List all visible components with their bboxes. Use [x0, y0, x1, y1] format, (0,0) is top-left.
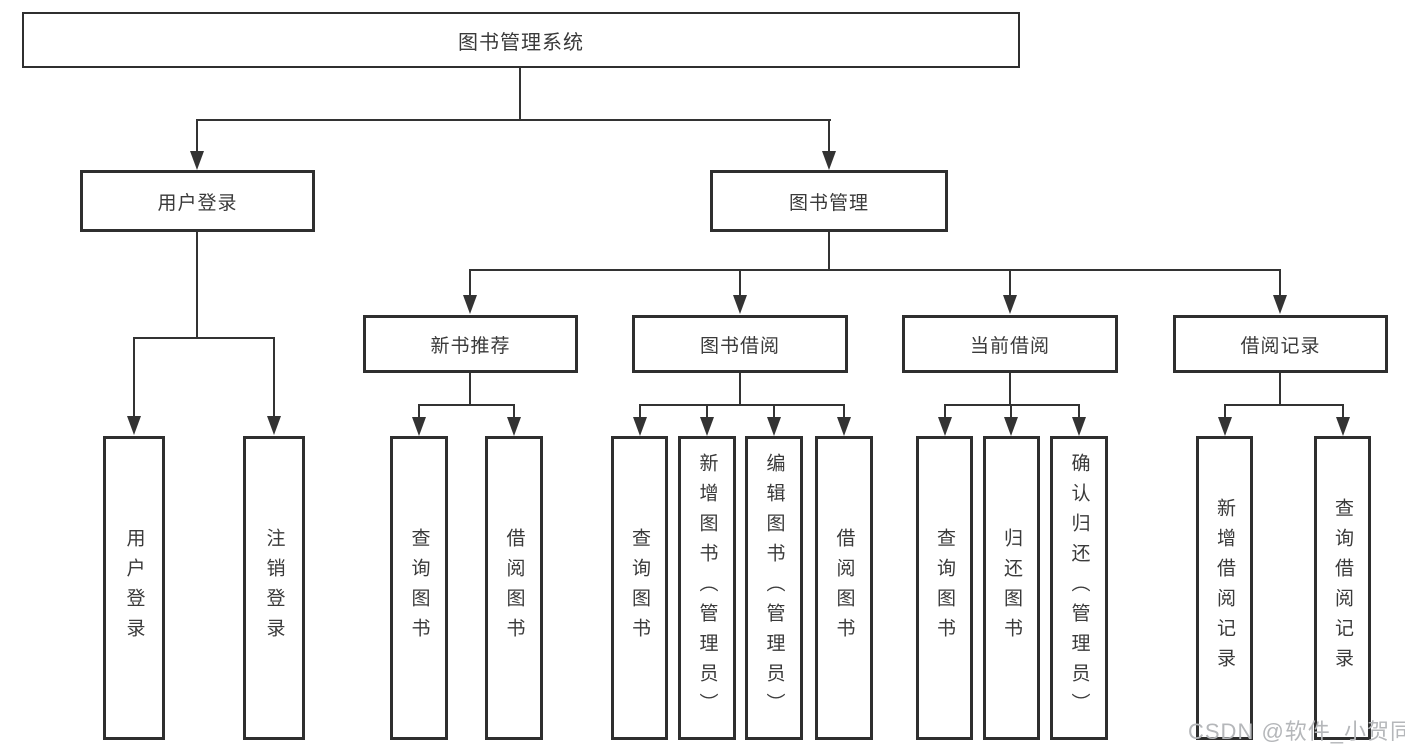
node-current-borrowing: 当前借阅: [902, 315, 1118, 373]
node-label: 查询借阅记录: [1332, 498, 1353, 678]
leaf-query-books: 查询图书: [916, 436, 973, 740]
connector-line: [469, 373, 471, 406]
arrow-down-icon: [463, 295, 477, 314]
node-label: 借阅图书: [503, 528, 525, 648]
node-borrowing-records: 借阅记录: [1173, 315, 1388, 373]
arrow-down-icon: [700, 417, 714, 436]
connector-line: [1342, 404, 1344, 417]
connector-line: [273, 337, 275, 417]
arrow-down-icon: [127, 416, 141, 435]
connector-line: [1009, 373, 1011, 406]
arrow-down-icon: [1004, 417, 1018, 436]
arrow-down-icon: [938, 417, 952, 436]
node-label: 用户登录: [123, 528, 145, 648]
node-label: 图书管理: [788, 192, 869, 214]
node-label: 图书管理系统: [458, 31, 584, 54]
node-label: 当前借阅: [969, 335, 1050, 357]
connector-line: [1224, 404, 1226, 417]
connector-line: [418, 404, 420, 417]
leaf-logout-login: 注销登录: [243, 436, 305, 740]
connector-line: [1010, 404, 1012, 417]
connector-line: [843, 404, 845, 417]
node-book-management: 图书管理: [710, 170, 948, 232]
connector-line: [1078, 404, 1080, 417]
node-label: 编辑图书（管理员）: [763, 453, 785, 723]
leaf-query-books: 查询图书: [390, 436, 448, 740]
node-label: 新书推荐: [430, 335, 511, 357]
leaf-query-books: 查询图书: [611, 436, 668, 740]
connector-line: [133, 337, 275, 339]
node-label: 查询图书: [629, 528, 650, 648]
connector-line: [469, 269, 471, 296]
connector-line: [773, 404, 775, 417]
arrow-down-icon: [1072, 417, 1086, 436]
node-book-borrowing: 图书借阅: [632, 315, 848, 373]
connector-line: [1279, 269, 1281, 296]
node-label: 查询图书: [408, 528, 430, 648]
connector-line: [639, 404, 641, 417]
leaf-borrow-books: 借阅图书: [815, 436, 873, 740]
arrow-down-icon: [507, 417, 521, 436]
node-label: 借阅记录: [1240, 335, 1321, 357]
node-label: 查询图书: [934, 528, 955, 648]
node-label: 新增借阅记录: [1214, 498, 1235, 678]
connector-line: [828, 119, 830, 152]
connector-line: [739, 373, 741, 406]
node-new-book-recommend: 新书推荐: [363, 315, 578, 373]
connector-line: [944, 404, 1080, 406]
node-label: 归还图书: [1001, 528, 1022, 648]
arrow-down-icon: [1273, 295, 1287, 314]
arrow-down-icon: [822, 151, 836, 170]
leaf-borrow-books: 借阅图书: [485, 436, 543, 740]
node-label: 借阅图书: [833, 528, 855, 648]
node-user-login: 用户登录: [80, 170, 315, 232]
leaf-query-borrow-record: 查询借阅记录: [1314, 436, 1371, 740]
leaf-edit-books-admin: 编辑图书（管理员）: [745, 436, 803, 740]
node-label: 注销登录: [263, 528, 285, 648]
connector-line: [196, 119, 831, 121]
arrow-down-icon: [267, 416, 281, 435]
arrow-down-icon: [1218, 417, 1232, 436]
connector-line: [513, 404, 515, 417]
arrow-down-icon: [837, 417, 851, 436]
connector-line: [1224, 404, 1344, 406]
connector-line: [739, 269, 741, 296]
leaf-add-books-admin: 新增图书（管理员）: [678, 436, 736, 740]
watermark-text: CSDN @软件_小贺同学: [1188, 719, 1405, 744]
connector-line: [944, 404, 946, 417]
connector-line: [133, 337, 135, 417]
connector-line: [1279, 373, 1281, 406]
connector-line: [828, 232, 830, 271]
leaf-confirm-return-admin: 确认归还（管理员）: [1050, 436, 1108, 740]
arrow-down-icon: [733, 295, 747, 314]
arrow-down-icon: [190, 151, 204, 170]
node-label: 用户登录: [157, 192, 238, 214]
connector-line: [469, 269, 1281, 271]
leaf-user-login: 用户登录: [103, 436, 165, 740]
connector-line: [706, 404, 708, 417]
arrow-down-icon: [1003, 295, 1017, 314]
leaf-return-books: 归还图书: [983, 436, 1040, 740]
node-label: 确认归还（管理员）: [1068, 453, 1090, 723]
node-label: 新增图书（管理员）: [696, 453, 718, 723]
connector-line: [418, 404, 515, 406]
connector-line: [639, 404, 845, 406]
arrow-down-icon: [1336, 417, 1350, 436]
connector-line: [196, 232, 198, 339]
arrow-down-icon: [767, 417, 781, 436]
arrow-down-icon: [633, 417, 647, 436]
arrow-down-icon: [412, 417, 426, 436]
connector-line: [519, 68, 521, 121]
node-label: 图书借阅: [699, 335, 780, 357]
connector-line: [1009, 269, 1011, 296]
node-library-management-system: 图书管理系统: [22, 12, 1020, 68]
leaf-add-borrow-record: 新增借阅记录: [1196, 436, 1253, 740]
connector-line: [196, 119, 198, 152]
